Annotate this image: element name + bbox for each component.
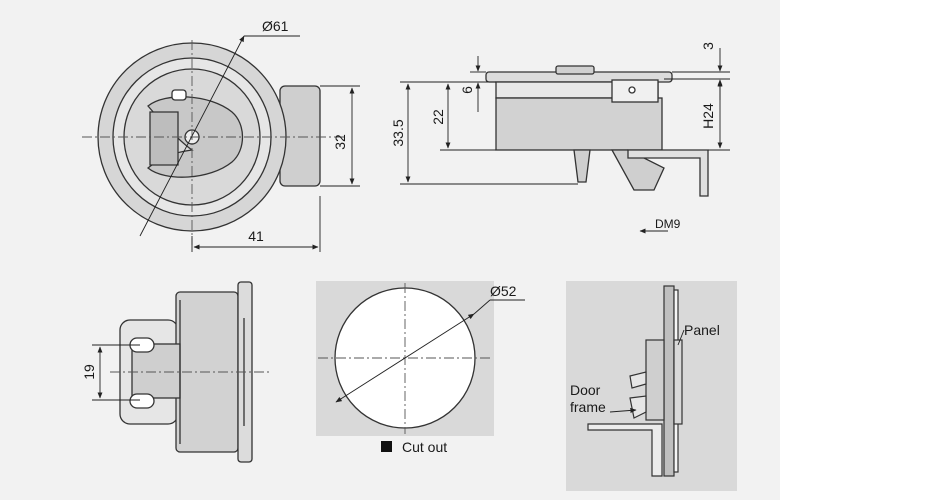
install-door-label: Door — [570, 382, 601, 398]
install-door-frame — [587, 423, 663, 477]
cutout-view — [316, 281, 525, 452]
side-flange-label: 6 — [459, 86, 475, 94]
side-body — [495, 97, 663, 151]
bottom-tongue — [131, 343, 181, 399]
front-height-label: 32 — [332, 134, 348, 150]
install-latch-cap — [673, 339, 683, 425]
side-rivet — [628, 86, 636, 94]
bottom-dimensions — [92, 344, 270, 401]
side-latch-cam — [610, 149, 665, 191]
cutout-legend-square — [381, 441, 392, 452]
front-lock-keyhole — [171, 89, 187, 101]
install-panel-label: Panel — [684, 322, 720, 338]
side-lock-head — [555, 65, 595, 75]
side-latch-pin — [573, 149, 591, 183]
side-note-label: DM9 — [655, 217, 681, 231]
install-frame-label: frame — [570, 399, 606, 415]
front-dimensions — [139, 35, 360, 252]
cutout-caption: Cut out — [402, 439, 447, 455]
side-overall-label: 33.5 — [390, 119, 406, 146]
install-latch-body — [645, 339, 665, 421]
install-view — [566, 281, 737, 491]
bottom-slot-bottom — [129, 393, 155, 409]
install-latch-tongue — [629, 371, 647, 389]
side-top-label: 3 — [700, 42, 716, 50]
side-dimensions — [400, 48, 730, 234]
front-centerlines — [82, 40, 345, 245]
front-recess — [149, 111, 179, 166]
bottom-width-label: 19 — [81, 364, 97, 380]
install-panel-plate — [663, 285, 675, 477]
front-diameter-label: Ø61 — [262, 18, 289, 34]
side-hook-label: H24 — [700, 103, 716, 129]
cutout-diameter-label: Ø52 — [490, 283, 517, 299]
side-view — [485, 65, 709, 197]
front-width-label: 41 — [248, 228, 264, 244]
side-body-label: 22 — [430, 109, 446, 125]
